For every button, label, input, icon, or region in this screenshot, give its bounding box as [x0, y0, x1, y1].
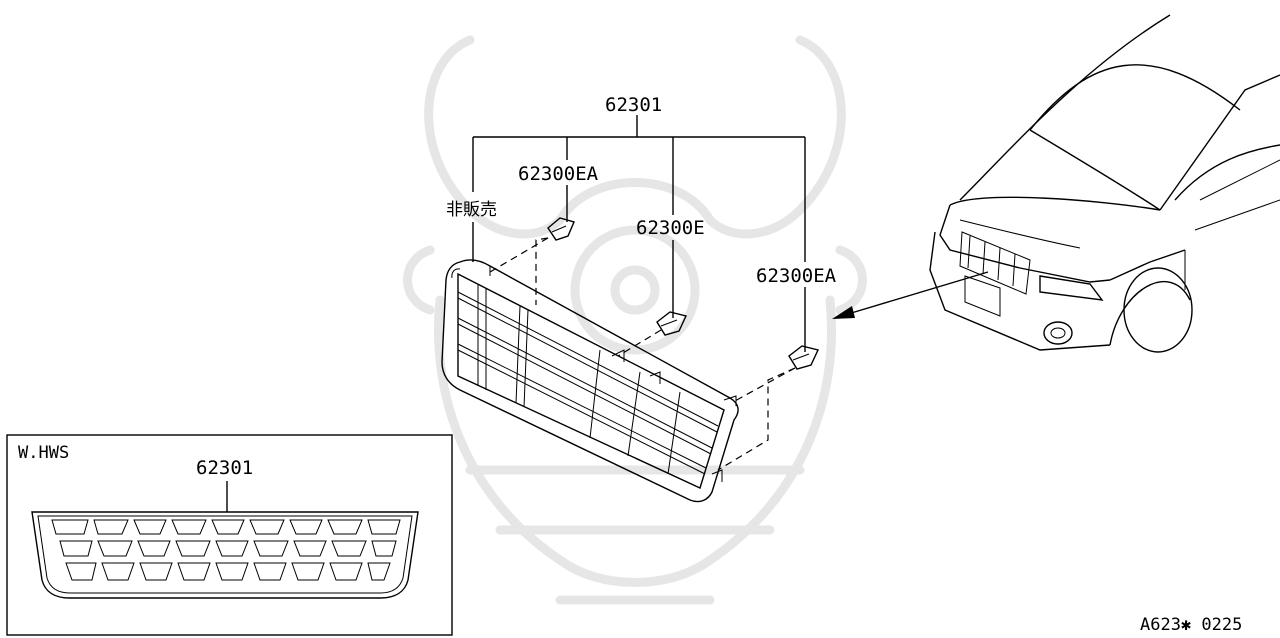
- retainer-clip-icon: [788, 345, 819, 370]
- grille-assembly-label: 62301: [605, 94, 662, 116]
- vehicle-front-sketch: [929, 14, 1280, 353]
- samurai-helmet-watermark-icon: [403, 35, 867, 605]
- front-grille: [441, 259, 739, 503]
- emblem-right-label: 62300EA: [756, 265, 837, 287]
- inset-title: W.HWS: [18, 443, 69, 463]
- retainer-clip-icon: [656, 311, 687, 336]
- inset-grille-openings: [51, 519, 401, 581]
- figure-code: A623✱ 0225: [1140, 615, 1242, 635]
- emblem-center-label: 62300E: [636, 217, 705, 239]
- leader-lines: [472, 115, 806, 352]
- emblem-left-label: 62300EA: [518, 163, 599, 185]
- not-for-sale-label: 非販売: [446, 200, 497, 220]
- inset-panel: W.HWS 62301: [6, 434, 453, 636]
- inset-part-label: 62301: [196, 457, 253, 479]
- assembly-dashed-lines: [489, 237, 796, 471]
- retainer-clip-icon: [547, 217, 575, 241]
